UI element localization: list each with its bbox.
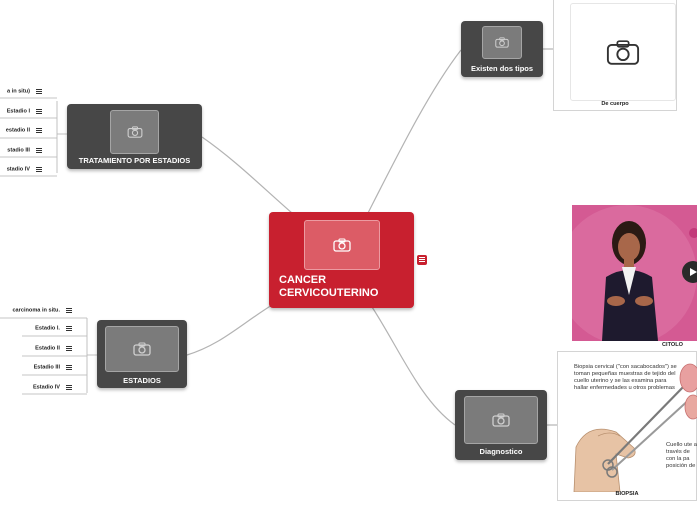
- hamburger-icon[interactable]: [66, 345, 72, 351]
- play-icon[interactable]: [682, 261, 697, 283]
- camera-icon: [492, 413, 510, 427]
- node-diagnostico[interactable]: Diagnostico: [455, 390, 547, 460]
- camera-icon: [133, 342, 151, 356]
- video-thumbnail: [572, 205, 697, 341]
- estadios-image-placeholder: [105, 326, 179, 372]
- estadios-item-3[interactable]: Estadio III: [34, 364, 72, 371]
- tratamiento-item-3[interactable]: stadio III: [7, 147, 42, 154]
- estadios-label: ESTADIOS: [123, 376, 161, 385]
- node-tipos[interactable]: Existen dos tipos: [461, 21, 543, 77]
- notes-icon[interactable]: [417, 255, 427, 265]
- node-estadios[interactable]: ESTADIOS: [97, 320, 187, 388]
- hamburger-icon[interactable]: [66, 364, 72, 370]
- hamburger-icon[interactable]: [66, 325, 72, 331]
- hamburger-icon[interactable]: [36, 127, 42, 133]
- root-image-placeholder: [304, 220, 380, 270]
- camera-icon: [127, 126, 142, 138]
- tratamiento-image-placeholder: [110, 110, 159, 154]
- camera-icon: [606, 39, 640, 65]
- biopsy-description: Biopsia cervical ("con sacabocados") se …: [574, 364, 677, 391]
- estadios-item-0[interactable]: carcinoma in situ.: [12, 307, 72, 314]
- video-card[interactable]: CITOLO: [572, 205, 697, 348]
- hamburger-icon[interactable]: [36, 88, 42, 94]
- video-caption: CITOLO: [662, 342, 684, 348]
- tratamiento-item-2[interactable]: estadio II: [6, 127, 42, 134]
- hamburger-icon[interactable]: [36, 147, 42, 153]
- tratamiento-item-4[interactable]: stadio IV: [7, 166, 42, 173]
- tratamiento-item-1[interactable]: Estadio I: [7, 108, 42, 115]
- tipos-image-placeholder: [482, 26, 522, 59]
- hamburger-icon[interactable]: [36, 108, 42, 114]
- tipos-image-placeholder-inner: [570, 3, 676, 101]
- tipos-card-caption: De cuerpo: [601, 101, 629, 107]
- estadios-item-1[interactable]: Estadio I.: [35, 325, 72, 332]
- hamburger-icon[interactable]: [36, 166, 42, 172]
- estadios-item-2[interactable]: Estadio II: [35, 345, 72, 352]
- diagnostico-image-placeholder: [464, 396, 538, 444]
- root-node[interactable]: CANCER CERVICOUTERINO: [269, 212, 414, 308]
- tratamiento-label: TRATAMIENTO POR ESTADIOS: [78, 156, 191, 165]
- tipos-label: Existen dos tipos: [470, 64, 534, 73]
- biopsy-side-text: Cuello ute a través de con la pa posició…: [666, 442, 697, 469]
- hamburger-icon[interactable]: [66, 384, 72, 390]
- estadios-item-4[interactable]: Estadio IV: [33, 384, 72, 391]
- camera-icon: [495, 37, 509, 48]
- tratamiento-item-0[interactable]: a in situ): [7, 88, 42, 95]
- biopsy-card[interactable]: Biopsia cervical ("con sacabocados") se …: [557, 351, 697, 501]
- biopsy-caption: BIOPSIA: [615, 491, 639, 497]
- biopsy-illustration: [573, 363, 697, 492]
- node-tratamiento[interactable]: TRATAMIENTO POR ESTADIOS: [67, 104, 202, 169]
- camera-icon: [333, 238, 351, 252]
- hamburger-icon[interactable]: [66, 307, 72, 313]
- tipos-image-card[interactable]: De cuerpo: [553, 0, 677, 111]
- diagnostico-label: Diagnostico: [479, 447, 523, 456]
- root-title: CANCER CERVICOUTERINO: [279, 274, 379, 299]
